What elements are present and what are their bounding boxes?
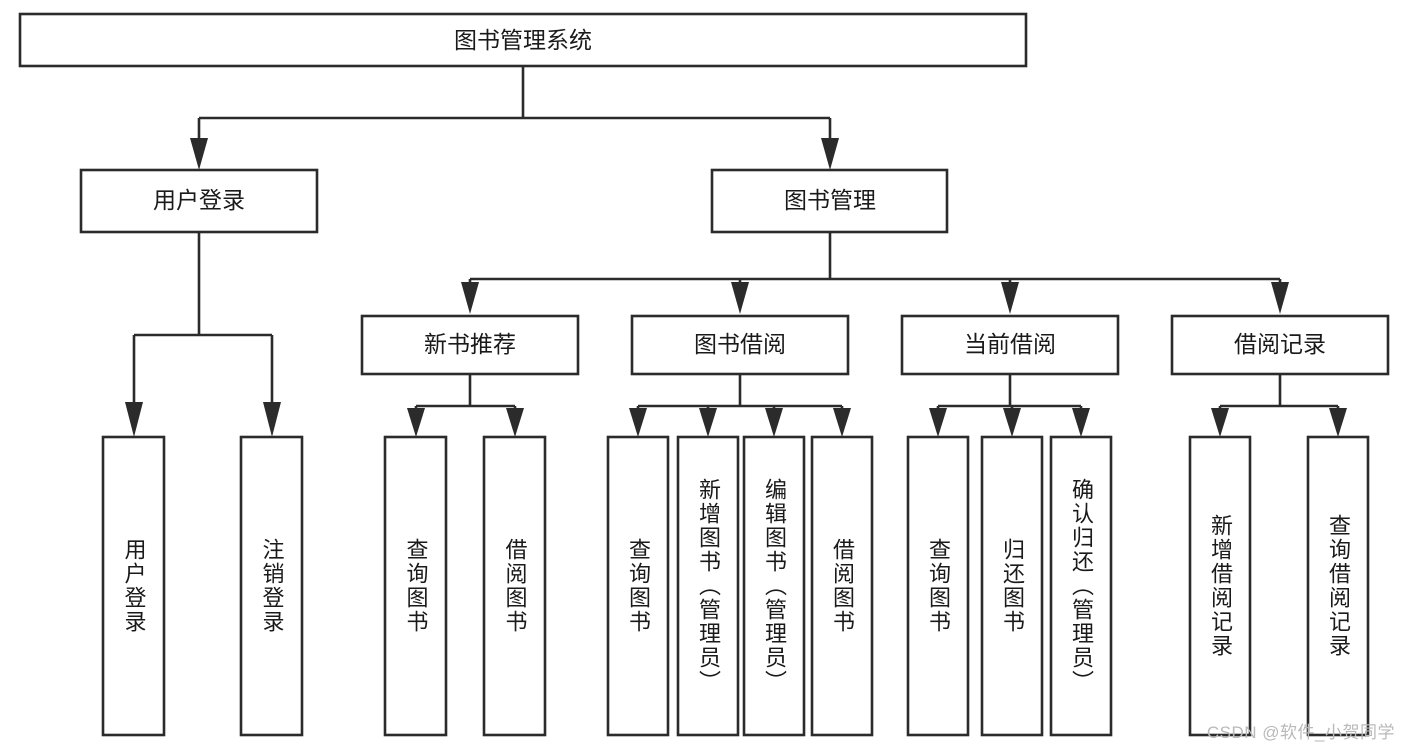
arrow-head-leaf-query-book-current [929,408,947,437]
leaf-boxes [101,435,1370,737]
leaf-rect-add-borrow-record[interactable] [1188,435,1252,737]
leaf-rect-return-book[interactable] [980,435,1044,737]
connector-group-root-to-level2 [190,66,839,170]
leaf-rect-edit-book-admin[interactable] [742,435,806,737]
arrow-head-current-borrow [1001,282,1019,314]
connector-group-current-borrow-to-leaves [929,374,1090,437]
node-borrow-records[interactable]: 借阅记录 [1170,314,1390,376]
arrow-head-borrow-records [1271,282,1289,314]
arrow-head-leaf-query-book-borrow [629,408,647,437]
leaf-rect-confirm-return-admin[interactable] [1049,435,1113,737]
node-book-borrow-label: 图书借阅 [694,331,786,357]
leaf-rect-user-login[interactable] [101,435,166,737]
connector-group-user-login-to-leaves [125,232,281,437]
leaf-rect-logout[interactable] [239,435,304,737]
connector-group-book-borrow-to-leaves [629,374,851,437]
node-user-login-rect[interactable] [79,168,319,234]
arrow-head-user-login [190,138,208,170]
node-borrow-records-label: 借阅记录 [1234,331,1326,357]
node-current-borrow-rect[interactable] [900,314,1120,376]
arrow-head-leaf-add-borrow-record [1211,408,1229,437]
csdn-watermark: CSDN @软件_小贺同学 [1206,723,1395,742]
node-new-book-recommend-rect[interactable] [360,314,580,376]
connector-group-book-management-to-level3 [461,232,1289,314]
node-book-borrow[interactable]: 图书借阅 [630,314,850,376]
arrow-head-leaf-logout [263,402,281,437]
arrow-head-leaf-query-book-recommend [407,408,425,437]
node-new-book-recommend[interactable]: 新书推荐 [360,314,580,376]
arrow-head-book-management [821,138,839,170]
leaf-rect-query-book-current[interactable] [906,435,970,737]
leaf-rect-add-book-admin[interactable] [676,435,740,737]
node-borrow-records-rect[interactable] [1170,314,1390,376]
node-root[interactable]: 图书管理系统 [18,12,1028,68]
node-user-login-label: 用户登录 [153,187,245,213]
leaf-rect-query-borrow-record[interactable] [1306,435,1370,737]
arrow-head-book-borrow [731,282,749,314]
node-book-borrow-rect[interactable] [630,314,850,376]
node-book-management-rect[interactable] [710,168,949,234]
node-root-label: 图书管理系统 [454,27,592,53]
connector-group-borrow-records-to-leaves [1211,374,1347,437]
leaf-rect-borrow-book-recommend[interactable] [482,435,547,737]
node-current-borrow-label: 当前借阅 [964,331,1056,357]
arrow-head-leaf-add-book-admin [699,408,717,437]
node-current-borrow[interactable]: 当前借阅 [900,314,1120,376]
arrow-head-new-book-recommend [461,282,479,314]
node-root-rect[interactable] [18,12,1028,68]
connector-group-new-book-recommend-to-leaves [407,374,524,437]
arrow-head-leaf-return-book [1003,408,1021,437]
node-book-management-label: 图书管理 [784,187,876,213]
arrow-head-leaf-confirm-return-admin [1072,408,1090,437]
leaf-rect-borrow-book[interactable] [810,435,874,737]
leaf-rect-query-book-borrow[interactable] [606,435,670,737]
node-user-login[interactable]: 用户登录 [79,168,319,234]
arrow-head-leaf-query-borrow-record [1329,408,1347,437]
arrow-head-leaf-user-login [125,402,143,437]
arrow-head-leaf-edit-book-admin [765,408,783,437]
leaf-rect-query-book-recommend[interactable] [383,435,448,737]
arrow-head-leaf-borrow-book [833,408,851,437]
node-book-management[interactable]: 图书管理 [710,168,949,234]
arrow-head-leaf-borrow-book-recommend [506,408,524,437]
node-new-book-recommend-label: 新书推荐 [424,331,516,357]
